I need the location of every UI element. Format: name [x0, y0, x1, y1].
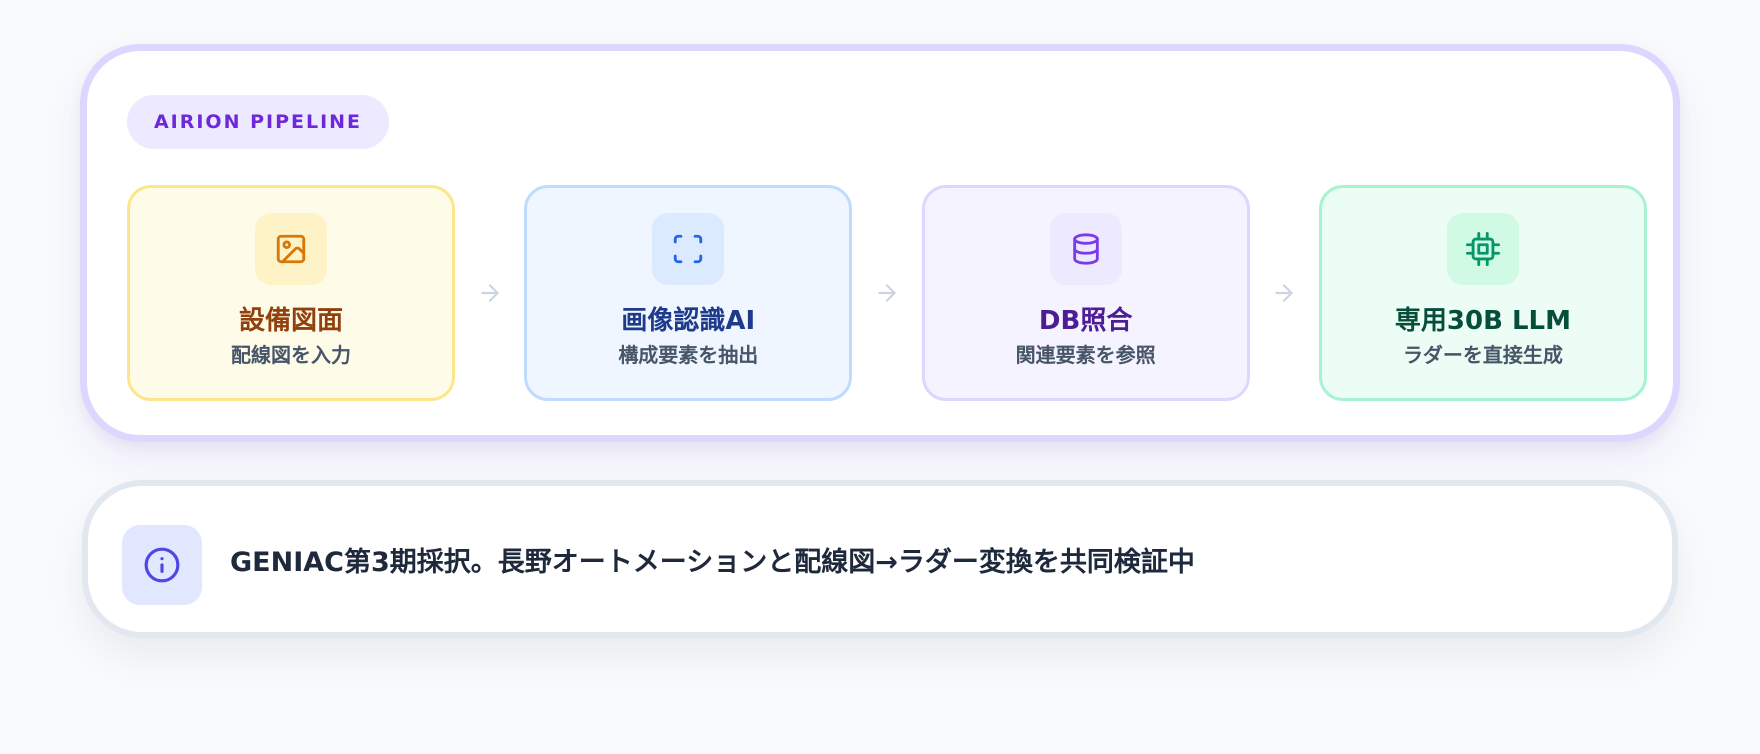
step-title: 専用30B LLM — [1394, 306, 1571, 336]
step-icon-box — [255, 213, 327, 285]
step-dedicated-llm: 専用30B LLM ラダーを直接生成 — [1318, 185, 1647, 401]
pipeline-badge: AIRION PIPELINE — [127, 95, 389, 149]
step-icon-box — [652, 213, 725, 285]
step-equipment-drawing: 設備図面 配線図を入力 — [127, 185, 455, 401]
step-icon-box — [1049, 213, 1122, 285]
info-message: GENIAC第3期採択。長野オートメーションと配線図→ラダー変換を共同検証中 — [230, 546, 1195, 578]
info-icon-box — [122, 525, 202, 605]
step-icon-box — [1446, 213, 1519, 285]
step-subtitle: 関連要素を参照 — [1015, 343, 1156, 367]
info-icon — [144, 547, 180, 583]
scan-icon — [674, 234, 703, 264]
step-db-matching: DB照合 関連要素を参照 — [921, 185, 1250, 401]
step-subtitle: 配線図を入力 — [231, 343, 351, 367]
pipeline-card: AIRION PIPELINE 設備図面 配線図を入力 — [80, 44, 1680, 442]
info-card: GENIAC第3期採択。長野オートメーションと配線図→ラダー変換を共同検証中 — [82, 480, 1678, 638]
step-image-recognition: 画像認識AI 構成要素を抽出 — [524, 185, 853, 401]
cpu-icon — [1465, 232, 1500, 266]
pipeline-steps: 設備図面 配線図を入力 画像認識AI 構成要素を抽出 — [127, 185, 1647, 401]
database-icon — [1072, 233, 1099, 265]
image-icon — [276, 234, 306, 264]
arrow-right-icon — [470, 273, 510, 313]
step-subtitle: 構成要素を抽出 — [618, 343, 759, 367]
step-subtitle: ラダーを直接生成 — [1402, 343, 1563, 367]
arrow-right-icon — [1264, 273, 1304, 313]
step-title: 画像認識AI — [621, 306, 756, 336]
step-title: DB照合 — [1038, 306, 1133, 336]
arrow-right-icon — [867, 273, 907, 313]
step-title: 設備図面 — [238, 306, 343, 336]
